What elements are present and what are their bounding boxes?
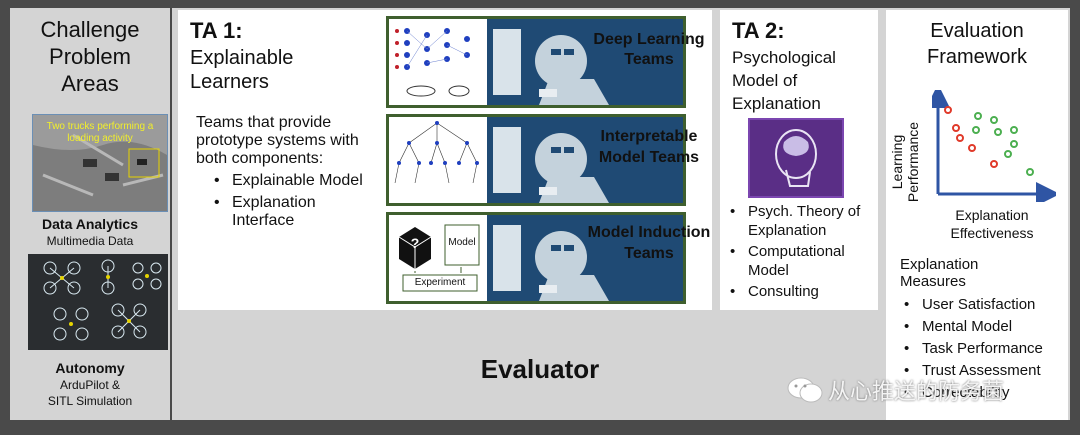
ta1-description: Teams that provide prototype systems wit…	[196, 114, 359, 167]
scatter-point	[1026, 168, 1034, 176]
x-axis-label: Explanation Effectiveness	[950, 207, 1034, 241]
scatter-point	[1010, 140, 1018, 148]
deep-learning-image	[386, 16, 686, 108]
tree-illustration	[394, 117, 683, 203]
aerial-photo-illustration	[33, 115, 167, 211]
data-analytics-image: Two trucks performing a loading activity	[32, 114, 168, 212]
interpretable-model-teams: Interpretable Model Teams	[598, 128, 700, 166]
measure-item: Mental Model	[900, 316, 1070, 338]
measure-item: Trust Assessment	[900, 360, 1070, 382]
ta2-title: TA 2:	[732, 18, 785, 43]
scatter-point	[974, 112, 982, 120]
wechat-icon	[787, 377, 823, 403]
scatter-point	[972, 126, 980, 134]
interpretable-model-image	[386, 114, 686, 206]
scatter-point	[952, 124, 960, 132]
autonomy-image	[28, 254, 168, 350]
data-analytics-title: Data Analytics	[42, 216, 138, 232]
data-analytics-sub: Multimedia Data	[46, 234, 134, 248]
watermark-text: 从心推送的防务菌	[828, 380, 1005, 405]
scatter-point	[990, 116, 998, 124]
scatter-point	[968, 144, 976, 152]
ta2-bullet: Psych. Theory of Explanation	[726, 202, 874, 240]
measure-item: Correctability	[900, 382, 1070, 404]
scatter-point	[1010, 126, 1018, 134]
challenge-panel: Challenge Problem Areas Two trucks perfo…	[10, 8, 170, 420]
watermark: 从心推送的防务菌	[786, 374, 1004, 406]
experiment-label: Experiment	[414, 277, 466, 288]
challenge-title: Challenge Problem Areas	[40, 17, 140, 96]
deep-learning-teams: Deep Learning Teams	[593, 31, 705, 68]
autonomy-title: Autonomy	[55, 360, 125, 376]
drone-formations-illustration	[43, 259, 162, 341]
y-axis-label: Learning Performance	[889, 121, 921, 203]
evaluation-title: Evaluation Framework	[926, 20, 1027, 68]
measures-list: User Satisfaction Mental Model Task Perf…	[900, 294, 1070, 404]
brain-head-illustration	[775, 129, 817, 187]
ta2-bullet: Consulting	[726, 282, 874, 301]
ta2-bullets: Psych. Theory of Explanation Computation…	[726, 202, 874, 301]
scatter-point	[990, 160, 998, 168]
measure-item: Task Performance	[900, 338, 1070, 360]
evaluation-scatter-plot	[932, 90, 1056, 202]
image-caption: Two trucks performing a loading activity	[46, 121, 154, 144]
scatter-point	[956, 134, 964, 142]
ta1-bullets: Explainable Model Explanation Interface	[210, 172, 380, 230]
model-experiment-illustration	[389, 215, 683, 301]
evaluator-label: Evaluator	[480, 354, 600, 384]
ta1-title: TA 1:	[190, 18, 243, 43]
neural-network-illustration	[389, 19, 683, 105]
model-induction-image: ? Model Experiment	[386, 212, 686, 304]
model-induction-teams: Model Induction Teams	[587, 224, 711, 262]
scatter-point	[994, 128, 1002, 136]
ta1-panel: TA 1: Explainable Learners Teams that pr…	[178, 10, 712, 310]
autonomy-sub1: ArduPilot &	[59, 378, 121, 392]
ta1-subtitle: Explainable Learners	[190, 47, 294, 93]
ta2-panel: TA 2: Psychological Model of Explanation…	[720, 10, 878, 310]
measures-title: Explanation Measures	[900, 256, 979, 290]
ta1-bullet: Explanation Interface	[210, 194, 380, 230]
model-label: Model	[448, 237, 476, 248]
scatter-point	[944, 106, 952, 114]
unknown-mark: ?	[410, 235, 420, 251]
measure-item: User Satisfaction	[900, 294, 1070, 316]
psych-model-image	[748, 118, 844, 198]
scatter-point	[1004, 150, 1012, 158]
ta2-subtitle: Psychological Model of Explanation	[732, 48, 836, 113]
ta2-bullet: Computational Model	[726, 242, 874, 280]
autonomy-sub2: SITL Simulation	[47, 394, 133, 408]
ta1-bullet: Explainable Model	[210, 172, 380, 190]
